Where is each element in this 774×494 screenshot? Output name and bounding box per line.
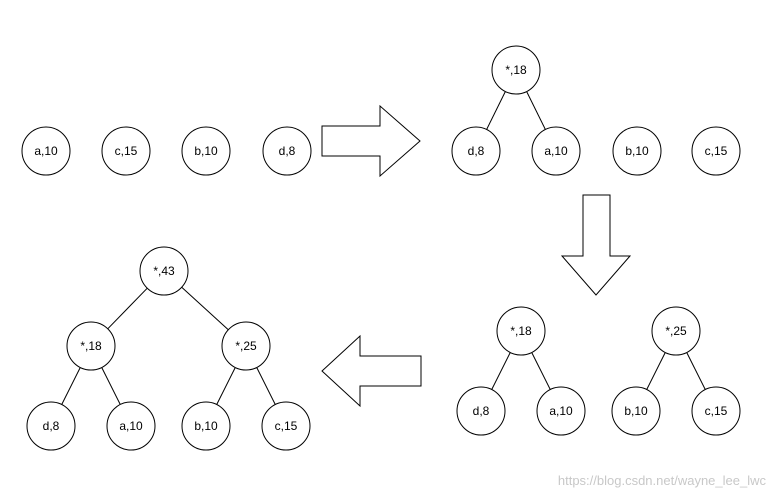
node-label-stage-3-second-merge-m25: *,25 <box>665 324 687 338</box>
node-label-stage-3-second-merge-a: a,10 <box>549 404 573 418</box>
node-label-stage-2-first-merge-a: a,10 <box>544 144 568 158</box>
edge-stage-3-second-merge-m18-d <box>491 352 511 390</box>
watermark-text: https://blog.csdn.net/wayne_lee_lwc <box>557 473 766 488</box>
node-stage-4-final-tree-m18 <box>66 321 116 371</box>
node-label-stage-1-initial-nodes-c: c,15 <box>115 144 138 158</box>
node-label-stage-2-first-merge-b: b,10 <box>625 144 649 158</box>
node-stage-3-second-merge-b <box>611 386 661 436</box>
node-stage-2-first-merge-b <box>612 126 662 176</box>
edge-stage-3-second-merge-m18-a <box>531 352 551 390</box>
node-label-stage-2-first-merge-m18: *,18 <box>505 63 527 77</box>
node-label-stage-4-final-tree-m43: *,43 <box>153 264 175 278</box>
node-stage-2-first-merge-m18 <box>491 45 541 95</box>
arrow-left-icon <box>321 334 422 408</box>
node-label-stage-1-initial-nodes-d: d,8 <box>279 144 296 158</box>
edge-stage-2-first-merge-m18-a <box>526 91 546 130</box>
node-stage-3-second-merge-a <box>536 386 586 436</box>
edge-stage-4-final-tree-m18-d <box>61 367 81 405</box>
edge-stage-3-second-merge-m25-b <box>646 352 666 390</box>
node-stage-3-second-merge-c <box>691 386 741 436</box>
node-label-stage-2-first-merge-c: c,15 <box>705 144 728 158</box>
edge-stage-4-final-tree-m25-b <box>216 367 236 405</box>
node-label-stage-3-second-merge-b: b,10 <box>624 404 648 418</box>
edge-stage-4-final-tree-m18-a <box>101 367 121 405</box>
node-label-stage-1-initial-nodes-a: a,10 <box>34 144 58 158</box>
node-stage-1-initial-nodes-a <box>21 126 71 176</box>
node-stage-1-initial-nodes-b <box>181 126 231 176</box>
node-stage-2-first-merge-c <box>691 126 741 176</box>
arrow-right-icon <box>321 104 421 178</box>
node-stage-4-final-tree-c <box>261 401 311 451</box>
node-label-stage-3-second-merge-m18: *,18 <box>510 324 532 338</box>
node-label-stage-3-second-merge-c: c,15 <box>705 404 728 418</box>
node-stage-3-second-merge-d <box>456 386 506 436</box>
edge-stage-4-final-tree-m25-c <box>256 367 276 405</box>
node-label-stage-4-final-tree-d: d,8 <box>43 419 60 433</box>
node-label-stage-4-final-tree-c: c,15 <box>275 419 298 433</box>
node-stage-4-final-tree-a <box>106 401 156 451</box>
arrow-down-icon <box>560 194 632 296</box>
node-stage-1-initial-nodes-d <box>262 126 312 176</box>
node-label-stage-3-second-merge-d: d,8 <box>473 404 490 418</box>
node-label-stage-1-initial-nodes-b: b,10 <box>194 144 218 158</box>
node-label-stage-4-final-tree-b: b,10 <box>194 419 218 433</box>
node-stage-3-second-merge-m18 <box>496 306 546 356</box>
edge-stage-2-first-merge-m18-d <box>486 91 506 130</box>
node-stage-1-initial-nodes-c <box>101 126 151 176</box>
node-label-stage-2-first-merge-d: d,8 <box>468 144 485 158</box>
node-label-stage-4-final-tree-a: a,10 <box>119 419 143 433</box>
edge-stage-4-final-tree-m43-m25 <box>181 286 229 331</box>
node-stage-2-first-merge-d <box>451 126 501 176</box>
node-stage-4-final-tree-d <box>26 401 76 451</box>
node-stage-4-final-tree-m25 <box>221 321 271 371</box>
node-label-stage-4-final-tree-m25: *,25 <box>235 339 257 353</box>
node-stage-3-second-merge-m25 <box>651 306 701 356</box>
node-label-stage-4-final-tree-m18: *,18 <box>80 339 102 353</box>
edge-stage-3-second-merge-m25-c <box>686 352 706 390</box>
node-stage-4-final-tree-b <box>181 401 231 451</box>
edge-stage-4-final-tree-m43-m18 <box>107 287 148 330</box>
node-stage-2-first-merge-a <box>531 126 581 176</box>
node-stage-4-final-tree-m43 <box>139 246 189 296</box>
